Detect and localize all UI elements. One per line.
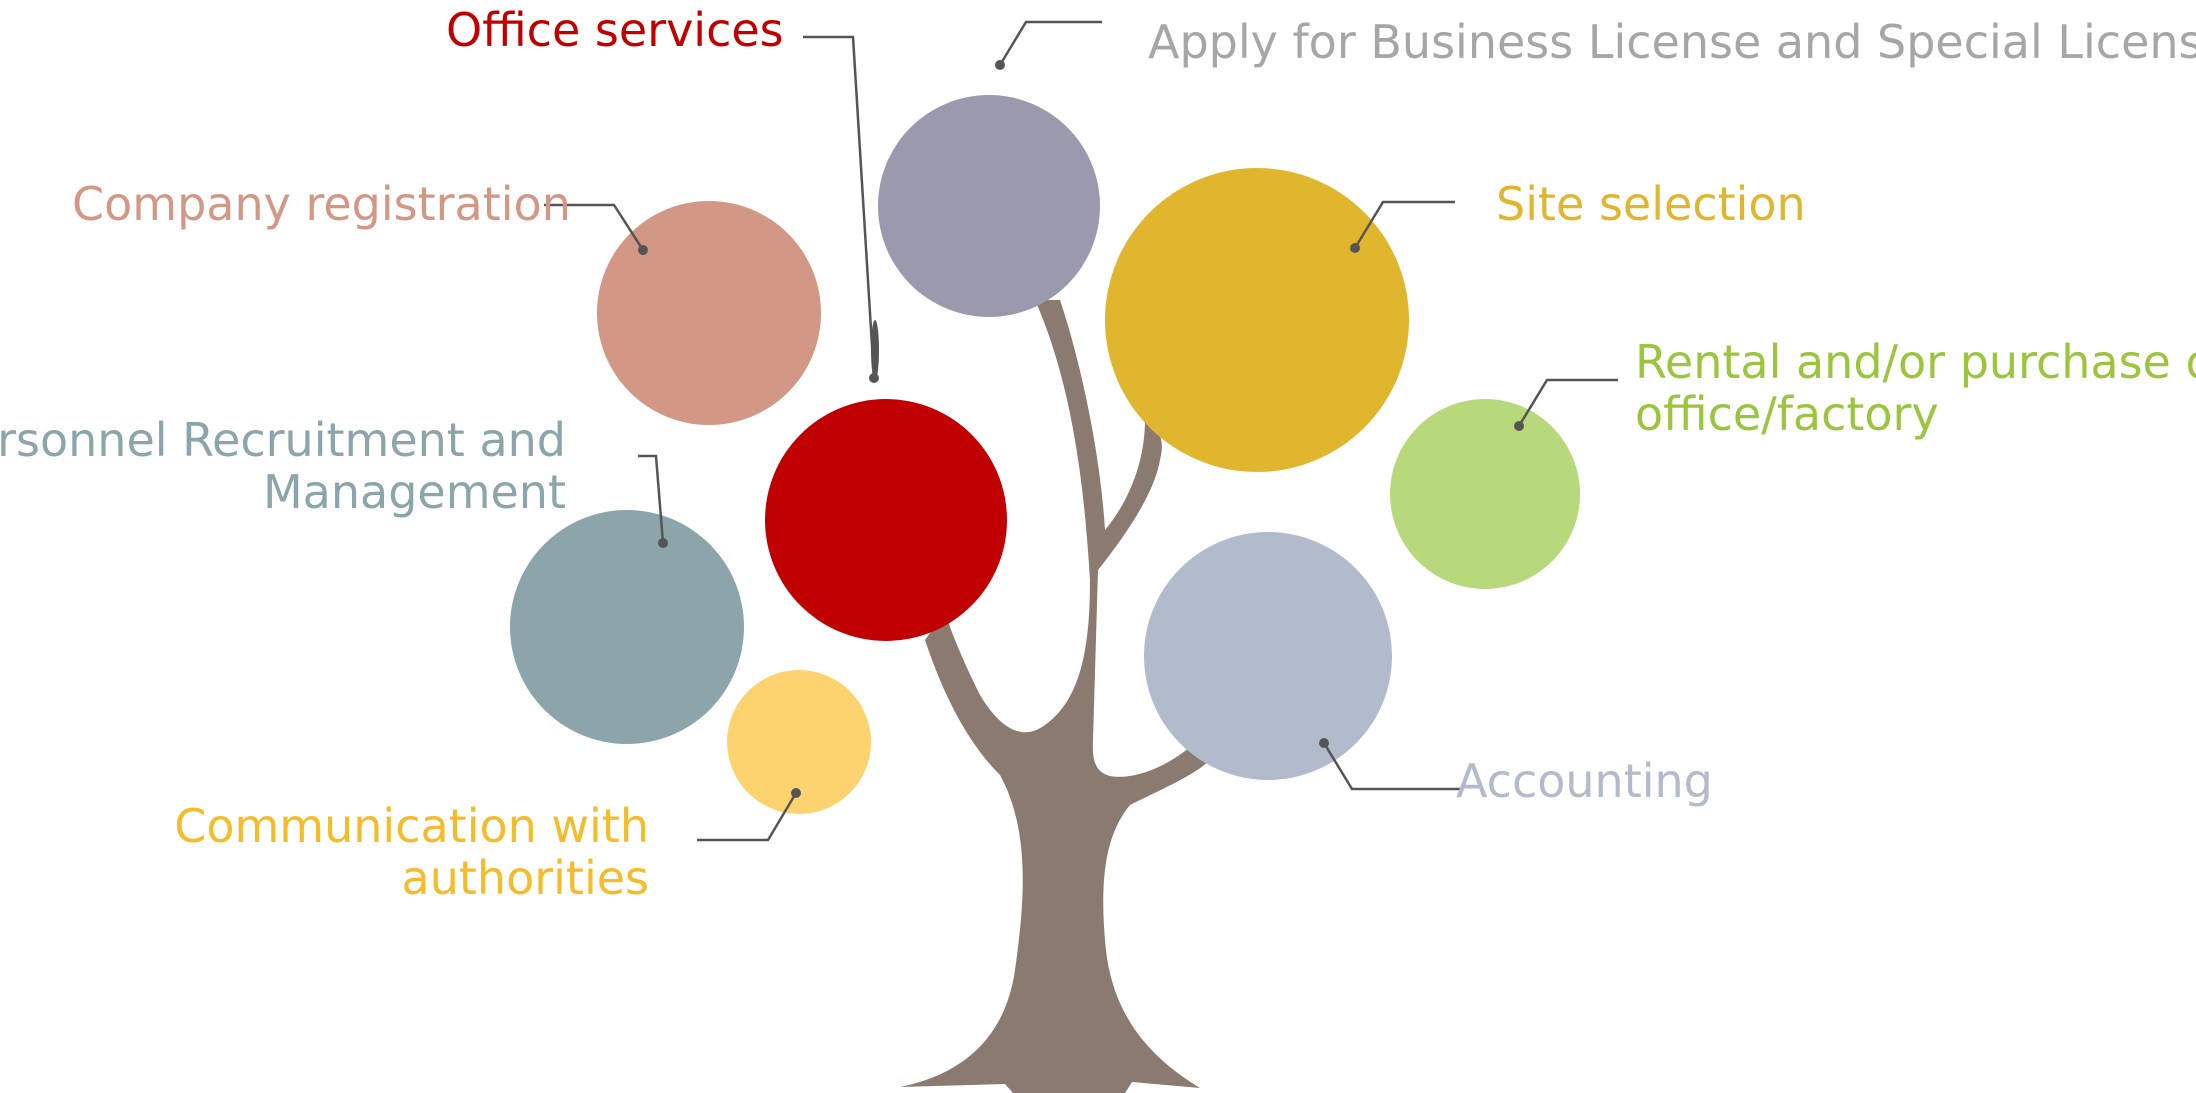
circle-site <box>1105 168 1409 472</box>
connector-accounting <box>1322 742 1462 791</box>
connector-site <box>1353 200 1455 249</box>
connector-rental <box>1517 378 1618 427</box>
label-line: Communication with <box>174 799 649 853</box>
connector-group <box>544 20 1618 842</box>
circle-rental <box>1390 399 1580 589</box>
circle-communication <box>727 670 871 814</box>
circle-apply <box>878 95 1100 317</box>
connector-apply <box>998 20 1102 66</box>
label-line: Rental and/or purchase of <box>1635 335 2196 389</box>
connector-dot-personnel <box>658 538 668 548</box>
label-line: Apply for Business License and Special L… <box>1148 15 2196 69</box>
label-line: Office services <box>446 3 784 57</box>
connector-office <box>803 35 876 379</box>
label-line: Personnel Recruitment and <box>0 413 566 467</box>
label-line: Management <box>262 465 566 519</box>
connector-dot-company <box>638 245 648 255</box>
connector-dot-apply <box>995 60 1005 70</box>
label-apply: Apply for Business License and Special L… <box>1148 16 2196 68</box>
connector-dot-accounting <box>1319 738 1329 748</box>
label-site: Site selection <box>1496 178 1806 230</box>
label-line: Company registration <box>72 177 571 231</box>
label-line: office/factory <box>1635 387 1939 441</box>
connector-dot-site <box>1350 243 1360 253</box>
label-line: Site selection <box>1496 177 1806 231</box>
connector-dot-communication <box>791 788 801 798</box>
connector-leaf-office <box>871 320 879 380</box>
circle-office <box>765 399 1007 641</box>
connector-communication <box>697 792 798 842</box>
circle-company <box>597 201 821 425</box>
connector-company <box>544 203 645 251</box>
tree-trunk-main <box>900 300 1210 1093</box>
label-office: Office services <box>446 4 784 56</box>
label-accounting: Accounting <box>1456 755 1713 807</box>
label-line: authorities <box>401 851 649 905</box>
connector-personnel <box>638 454 665 544</box>
circle-group <box>510 95 1580 814</box>
circle-accounting <box>1144 532 1392 780</box>
label-line: Accounting <box>1456 754 1713 808</box>
label-company: Company registration <box>72 178 571 230</box>
circle-personnel <box>510 510 744 744</box>
connector-dot-rental <box>1514 421 1524 431</box>
tree-trunk <box>900 300 1210 1093</box>
